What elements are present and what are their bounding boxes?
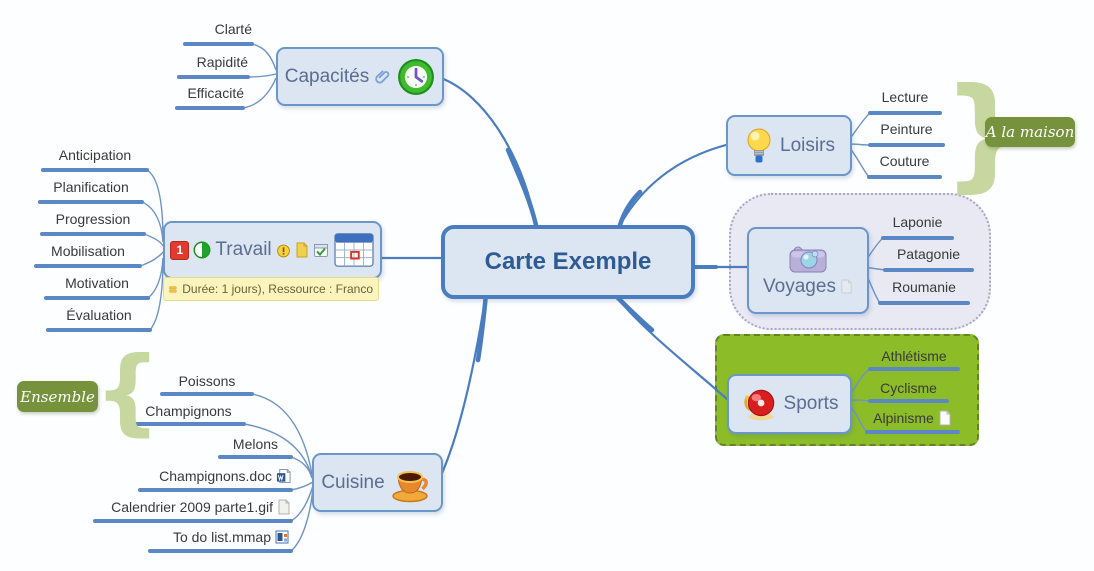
- topic-travail[interactable]: 1 Travail: [163, 221, 382, 279]
- topic-voyages-row: Voyages: [763, 276, 853, 298]
- subtopic-laponie[interactable]: Laponie: [892, 214, 943, 230]
- calendar-check-icon: [313, 244, 328, 257]
- subtopic-champignons[interactable]: Champignons: [145, 403, 232, 419]
- subtopic-evaluation[interactable]: Évaluation: [66, 307, 132, 323]
- subtopic-alpinisme-label: Alpinisme: [873, 410, 934, 426]
- subtopic-motivation[interactable]: Motivation: [65, 275, 129, 291]
- word-file-icon[interactable]: [276, 468, 291, 484]
- topic-sports[interactable]: Sports: [727, 374, 852, 434]
- paperclip-icon: [375, 69, 390, 83]
- lightbulb-icon: [747, 128, 771, 162]
- alarm-icon: [276, 244, 290, 258]
- coffee-cup-icon: [391, 470, 428, 502]
- topic-lines: [34, 42, 974, 553]
- subtopic-peinture[interactable]: Peinture: [880, 121, 933, 137]
- file-icon[interactable]: [840, 279, 853, 294]
- subtopic-patagonie[interactable]: Patagonie: [896, 246, 961, 262]
- ensemble-brace: {: [94, 337, 161, 446]
- priority-1-icon: 1: [170, 240, 190, 260]
- central-topic[interactable]: Carte Exemple: [441, 225, 695, 299]
- travail-note[interactable]: Durée: 1 jours), Ressource : Franco: [163, 277, 379, 301]
- travail-note-text: Durée: 1 jours), Ressource : Franco: [182, 282, 373, 296]
- subtopic-alpinisme[interactable]: Alpinisme: [867, 410, 958, 426]
- subtopic-rapidite[interactable]: Rapidité: [196, 54, 248, 70]
- topic-loisirs[interactable]: Loisirs: [726, 115, 852, 176]
- note-lines-icon: [169, 285, 177, 293]
- subtopic-todo-mmap-label: To do list.mmap: [172, 529, 271, 545]
- subtopic-lecture[interactable]: Lecture: [881, 89, 929, 105]
- topic-capacites-label: Capacités: [284, 65, 370, 87]
- camera-icon: [789, 246, 827, 272]
- subtopic-todo-mmap[interactable]: To do list.mmap: [150, 529, 291, 545]
- subtopic-calendrier-gif-label: Calendrier 2009 parte1.gif: [111, 499, 273, 515]
- clock-icon: [398, 58, 435, 95]
- topic-voyages-label: Voyages: [763, 275, 836, 297]
- subtopic-champignons-doc[interactable]: Champignons.doc: [140, 468, 291, 484]
- subtopic-poissons[interactable]: Poissons: [178, 373, 236, 389]
- topic-loisirs-label: Loisirs: [780, 134, 835, 156]
- mmap-file-icon[interactable]: [275, 529, 291, 545]
- topic-sports-label: Sports: [783, 393, 839, 414]
- central-topic-label: Carte Exemple: [484, 248, 652, 275]
- topic-cuisine-label: Cuisine: [321, 471, 385, 493]
- subtopic-melons[interactable]: Melons: [232, 436, 279, 452]
- document-icon: [296, 242, 308, 258]
- topic-voyages[interactable]: Voyages: [747, 227, 869, 314]
- subtopic-progression[interactable]: Progression: [55, 211, 131, 227]
- file-icon[interactable]: [277, 499, 291, 515]
- topic-capacites[interactable]: Capacités: [276, 47, 444, 106]
- group-label-a-la-maison[interactable]: A la maison: [985, 117, 1075, 147]
- subtopic-champignons-doc-label: Champignons.doc: [159, 468, 272, 484]
- subtopic-cyclisme[interactable]: Cyclisme: [880, 380, 937, 396]
- subtopic-roumanie[interactable]: Roumanie: [892, 279, 956, 295]
- subtopic-planification[interactable]: Planification: [53, 179, 129, 195]
- topic-travail-label: Travail: [215, 239, 272, 260]
- subtopic-anticipation[interactable]: Anticipation: [58, 147, 132, 163]
- calendar-icon: [333, 233, 374, 267]
- subtopic-athletisme[interactable]: Athlétisme: [881, 348, 947, 364]
- topic-cuisine[interactable]: Cuisine: [312, 453, 443, 512]
- subtopic-calendrier-gif[interactable]: Calendrier 2009 parte1.gif: [95, 499, 291, 515]
- branch-curves: [378, 76, 749, 484]
- file-icon[interactable]: [938, 410, 952, 426]
- subtopic-clarte[interactable]: Clarté: [214, 21, 252, 37]
- bell-icon: [743, 389, 774, 421]
- subtopic-mobilisation[interactable]: Mobilisation: [51, 243, 125, 259]
- subtopic-couture[interactable]: Couture: [879, 153, 930, 169]
- group-label-ensemble[interactable]: Ensemble: [17, 381, 98, 412]
- subtopic-efficacite[interactable]: Efficacité: [187, 85, 244, 101]
- progress-half-icon: [193, 241, 211, 259]
